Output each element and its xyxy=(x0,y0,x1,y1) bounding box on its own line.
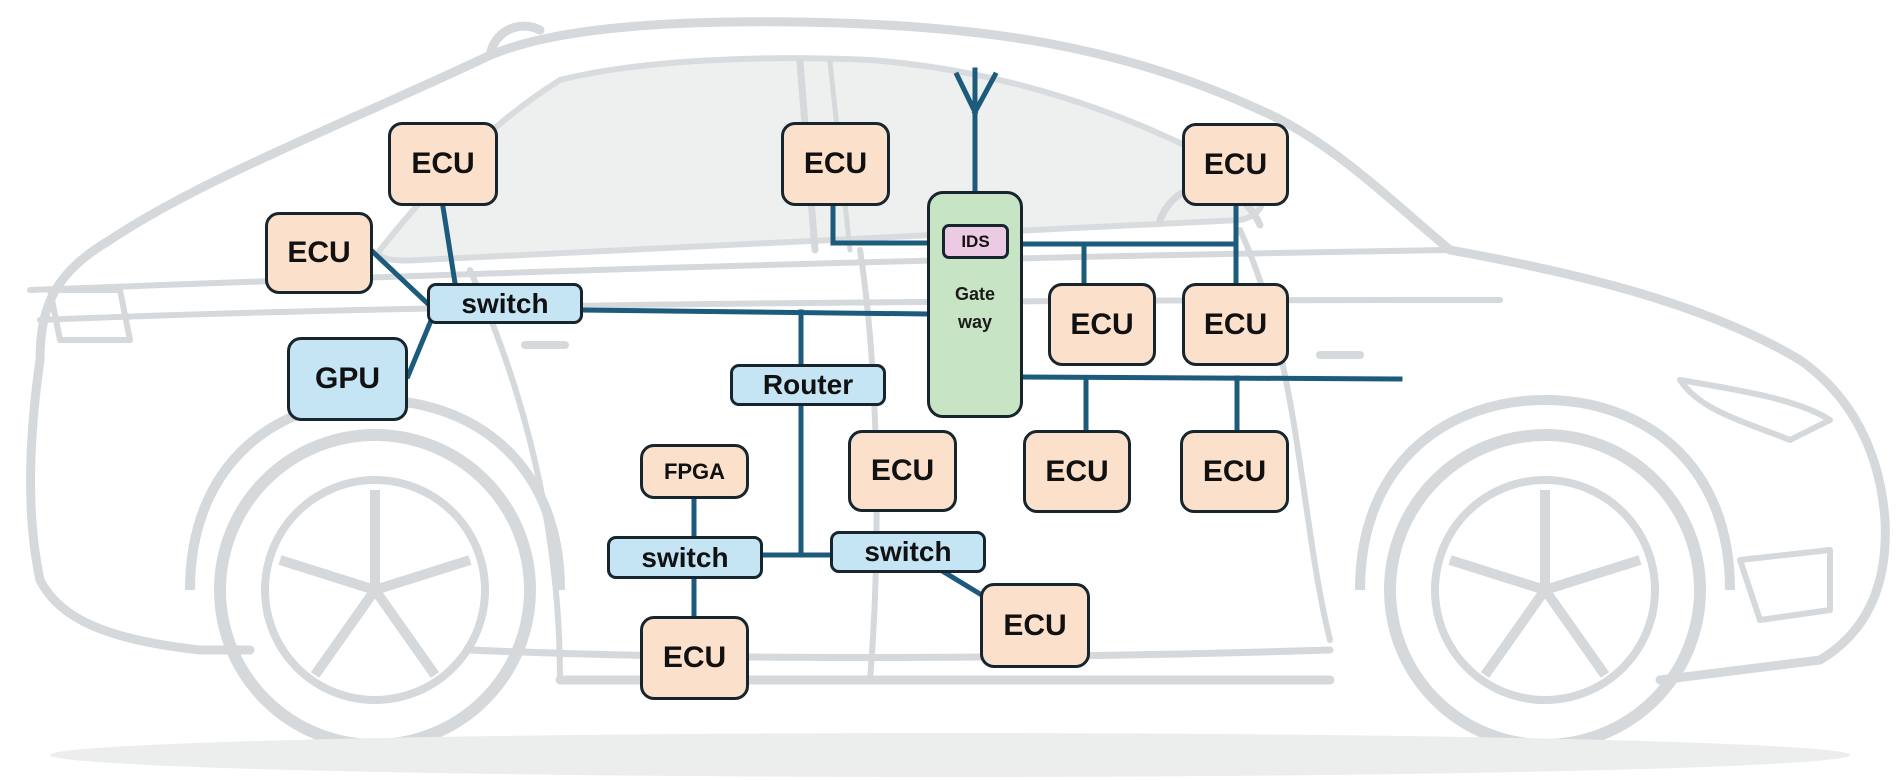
link-switch-ecu-bottom-right xyxy=(940,568,984,598)
router[interactable]: Router xyxy=(730,364,886,406)
ecu-top-right[interactable]: ECU xyxy=(1182,123,1289,206)
gpu[interactable]: GPU xyxy=(287,337,408,421)
ecu-top-left[interactable]: ECU xyxy=(388,122,498,206)
link-ecu-left-switch xyxy=(369,248,431,307)
ecu-bottom-left[interactable]: ECU xyxy=(640,616,749,700)
ids-label: IDS xyxy=(961,231,990,251)
switch-left[interactable]: switch xyxy=(427,283,583,324)
switch-label: switch xyxy=(641,541,729,573)
ecu-label: ECU xyxy=(870,454,935,487)
ecu-low-a[interactable]: ECU xyxy=(1023,430,1131,513)
ids-module[interactable]: IDS xyxy=(942,224,1009,259)
ecu-label: ECU xyxy=(1202,454,1267,488)
ecu-label: ECU xyxy=(1070,307,1134,341)
ecu-label: ECU xyxy=(1203,147,1268,181)
link-gpu-switch xyxy=(404,319,434,380)
gateway-label-line2: way xyxy=(957,312,993,332)
ecu-low-b[interactable]: ECU xyxy=(1180,430,1289,513)
ecu-bottom-right[interactable]: ECU xyxy=(980,583,1090,668)
ecu-mid-b[interactable]: ECU xyxy=(1182,283,1289,366)
antenna-fork-right xyxy=(971,71,999,116)
ecu-label: ECU xyxy=(803,147,868,180)
ecu-left[interactable]: ECU xyxy=(265,212,373,294)
link-gateway-lower-bus xyxy=(1019,374,1403,382)
ecu-top-mid[interactable]: ECU xyxy=(781,122,890,206)
ecu-label: ECU xyxy=(287,236,351,269)
switch-label: switch xyxy=(864,536,952,567)
link-switch-gateway-backbone xyxy=(579,307,930,317)
antenna-fork-left xyxy=(953,71,979,116)
switch-bottom-left[interactable]: switch xyxy=(607,536,763,579)
switch-bottom-right[interactable]: switch xyxy=(830,531,986,573)
fpga[interactable]: FPGA xyxy=(640,444,749,499)
switch-label: switch xyxy=(461,287,549,319)
fpga-label: FPGA xyxy=(663,458,726,484)
ecu-label: ECU xyxy=(662,641,727,674)
ecu-mid-a[interactable]: ECU xyxy=(1048,283,1156,366)
link-ecu-top-mid-gateway xyxy=(830,203,930,246)
router-label: Router xyxy=(762,369,854,400)
gateway-label-line1: Gate xyxy=(954,284,996,304)
ecu-label: ECU xyxy=(1045,454,1109,488)
ecu-label: ECU xyxy=(411,147,475,180)
link-ecu-top-left-switch xyxy=(440,204,458,286)
ecu-center[interactable]: ECU xyxy=(848,430,957,512)
ecu-label: ECU xyxy=(1003,608,1067,642)
ecu-label: ECU xyxy=(1203,307,1268,341)
gpu-label: GPU xyxy=(314,362,380,395)
